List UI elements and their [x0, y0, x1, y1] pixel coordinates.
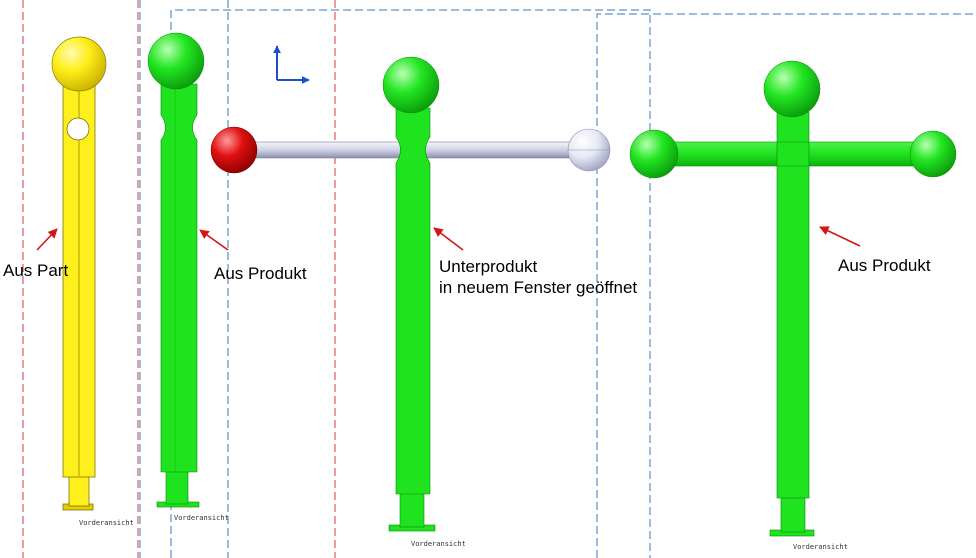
view-label: Vorderansicht: [174, 514, 229, 522]
green-product-right: [629, 60, 957, 537]
label-aus-part: Aus Part: [3, 261, 69, 280]
frame-lines: [22, 0, 976, 558]
yellow-ball: [51, 36, 107, 92]
label-aus-produkt-left: Aus Produkt: [214, 264, 307, 283]
annotation-arrows: [36, 226, 861, 251]
green-subproduct: [210, 56, 611, 532]
green-product-left: [147, 32, 205, 508]
view-label: Vorderansicht: [793, 543, 848, 551]
yellow-base-stem: [68, 473, 90, 507]
label-unterprodukt: Unterprodukt: [439, 257, 538, 276]
arrow-subproduct: [433, 227, 464, 251]
view-label: Vorderansicht: [411, 540, 466, 548]
yellow-part: [51, 36, 107, 511]
red-ball: [210, 126, 258, 174]
view-label: Vorderansicht: [79, 519, 134, 527]
arrow-product-left: [199, 229, 229, 251]
yellow-hole: [66, 117, 90, 141]
arrow-product-right: [819, 226, 861, 247]
frame-line-blue: [596, 13, 976, 558]
label-neues-fenster: in neuem Fenster geöffnet: [439, 278, 638, 297]
coordinate-axis-icon: [273, 45, 310, 84]
arrow-part: [36, 228, 58, 251]
frame-line-blue: [170, 9, 651, 558]
label-aus-produkt-right: Aus Produkt: [838, 256, 931, 275]
